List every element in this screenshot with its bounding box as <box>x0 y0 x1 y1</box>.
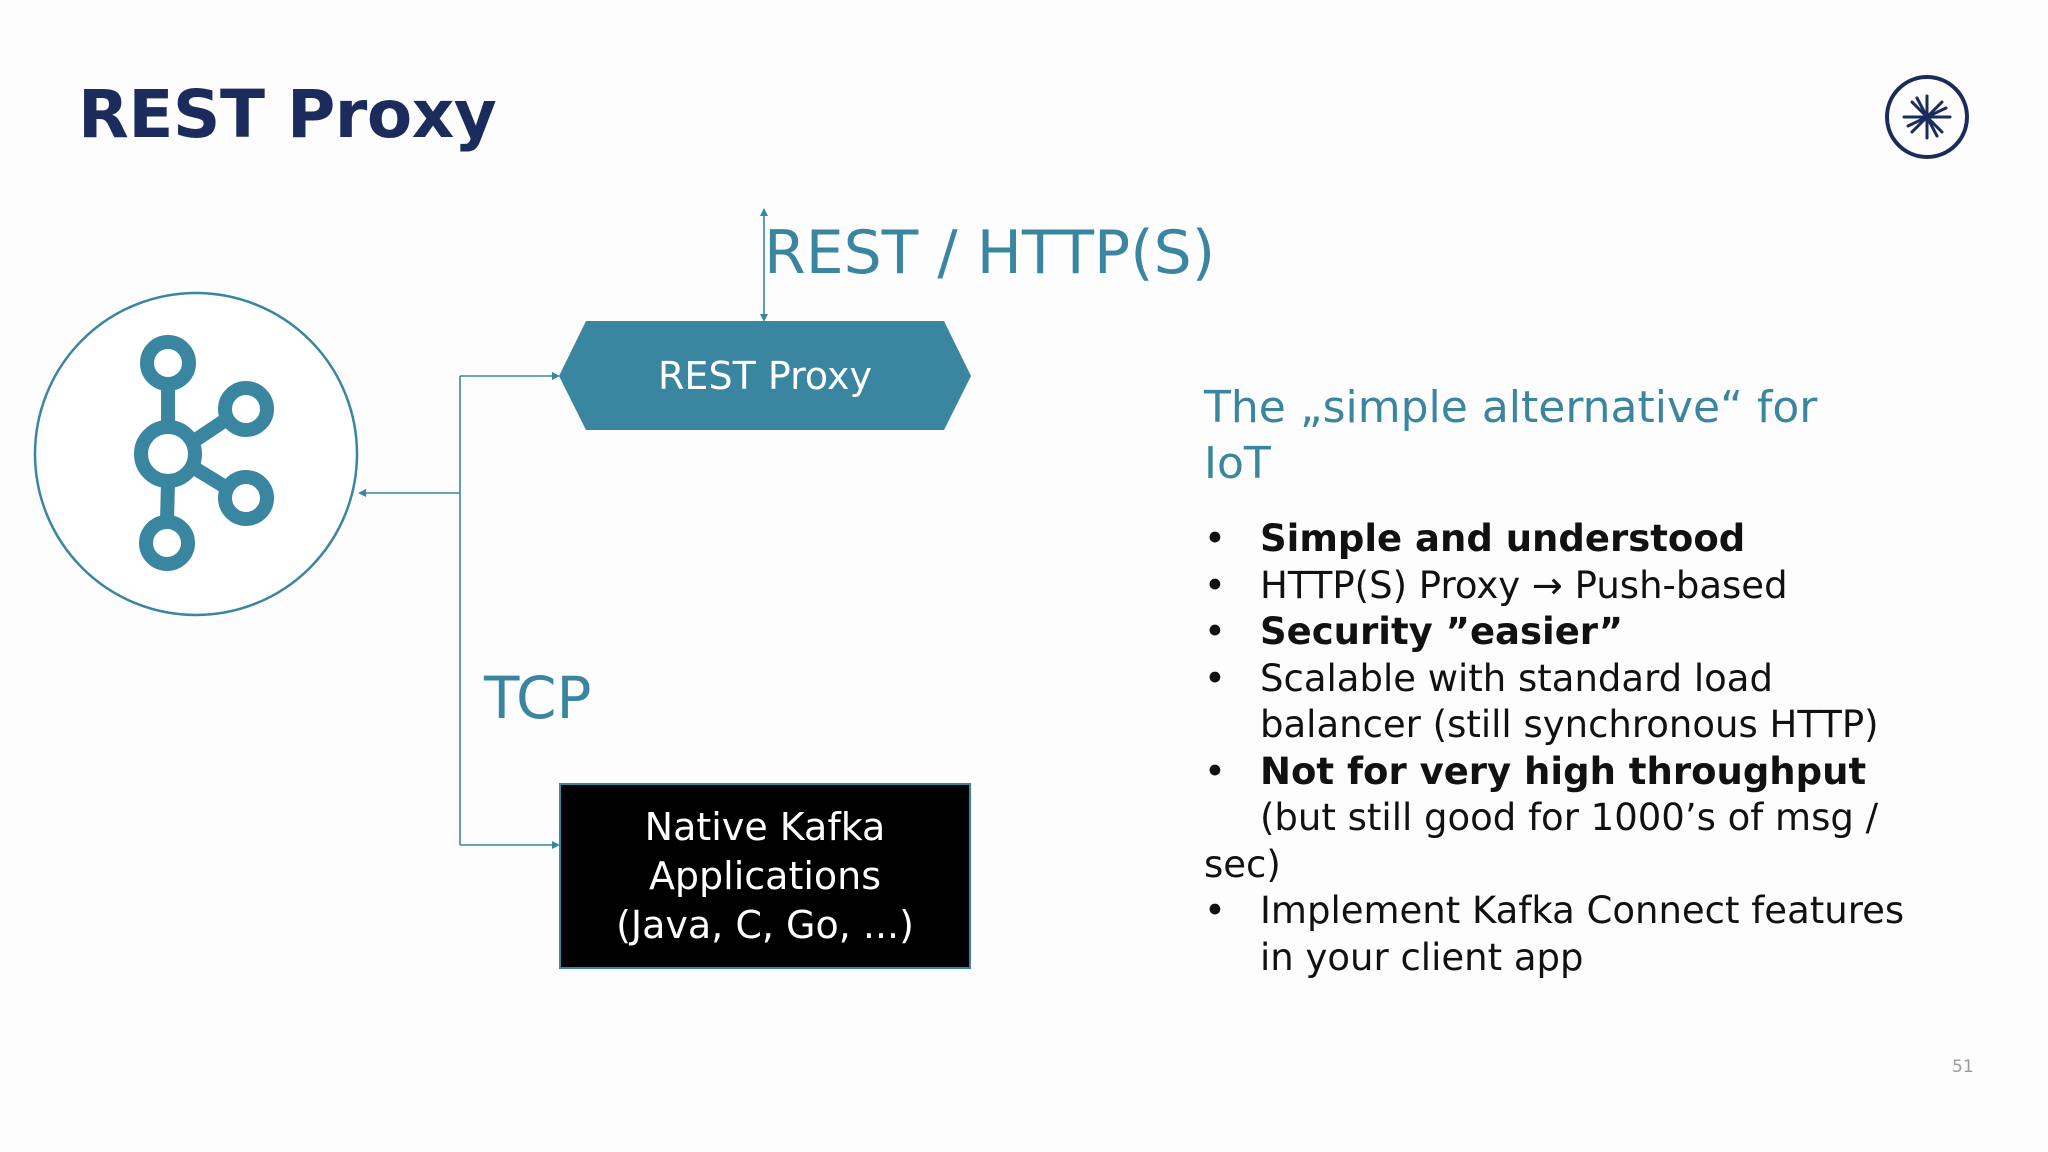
slide-title: REST Proxy <box>78 76 497 153</box>
native-box-line-2: Applications <box>648 853 882 898</box>
heading-line-1: The „simple alternative“ for <box>1204 382 1818 433</box>
kafka-logo-icon <box>33 291 359 617</box>
page-number: 51 <box>1952 1057 1974 1077</box>
right-heading: The „simple alternative“ for IoT <box>1204 380 1904 492</box>
native-box-line-1: Native Kafka <box>644 804 886 849</box>
list-item: • Not for very high throughput (but stil… <box>1204 749 1964 889</box>
list-item: • Security ”easier” <box>1204 610 1624 653</box>
arrow-heads <box>358 208 768 849</box>
native-kafka-apps-box: Native Kafka Applications (Java, C, Go, … <box>559 783 971 969</box>
heading-line-2: IoT <box>1204 438 1271 489</box>
connector-lines <box>360 212 765 846</box>
bullet-text-continued: balancer (still synchronous HTTP) <box>1260 703 1879 746</box>
rest-proxy-box <box>559 321 971 430</box>
rest-http-label: REST / HTTP(S) <box>764 218 1216 288</box>
bullet-text: Simple and understood <box>1260 517 1746 560</box>
bullet-text: HTTP(S) Proxy → Push-based <box>1260 563 1788 607</box>
bullet-text: Scalable with standard load <box>1260 656 1773 700</box>
bullet-text-continued: sec) <box>1204 842 1281 886</box>
list-item: • Simple and understood <box>1204 517 1746 560</box>
bullet-text: Not for very high throughput <box>1260 749 1867 793</box>
bullet-text-continued: in your client app <box>1260 935 1584 979</box>
list-item: • Implement Kafka Connect features in yo… <box>1204 888 1964 981</box>
bullet-list: • Simple and understood • HTTP(S) Proxy … <box>1204 516 1964 981</box>
bullet-text: Security ”easier” <box>1260 610 1624 653</box>
bullet-text: Implement Kafka Connect features <box>1260 889 1905 932</box>
rest-proxy-label: REST Proxy <box>658 354 872 398</box>
native-box-line-3: (Java, C, Go, ...) <box>616 902 914 947</box>
list-item: • Scalable with standard load balancer (… <box>1204 656 1964 749</box>
confluent-logo-icon <box>1885 75 1969 159</box>
list-item: • HTTP(S) Proxy → Push-based <box>1204 563 1788 607</box>
tcp-label: TCP <box>484 664 592 732</box>
bullet-text-continued: (but still good for 1000’s of msg / <box>1260 796 1879 839</box>
